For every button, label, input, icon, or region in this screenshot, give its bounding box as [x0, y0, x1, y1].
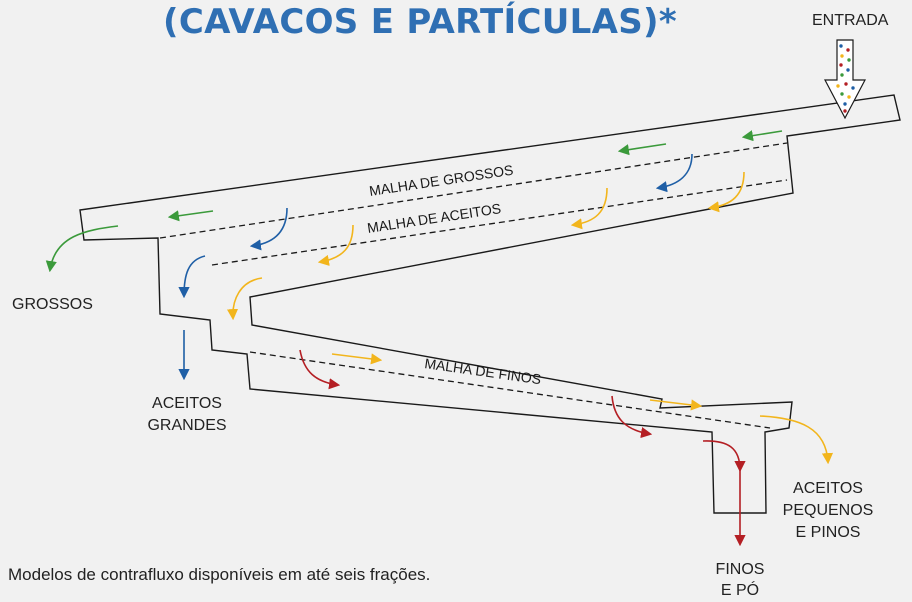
red-arrow: [702, 440, 746, 473]
aceitos-grandes-label-2: GRANDES: [147, 417, 227, 434]
footnote: Modelos de contrafluxo disponíveis em at…: [8, 565, 431, 584]
screen-lines: [159, 142, 788, 429]
entrada-label: ENTRADA: [812, 12, 889, 29]
upper-deck-top: [79, 94, 901, 514]
aceitos-pequenos-label-1: ACEITOS: [793, 480, 863, 497]
red-arrow: [611, 395, 653, 439]
aceitos-grandes-label-1: ACEITOS: [152, 395, 222, 412]
yellow-arrow: [649, 399, 703, 411]
green-arrow: [617, 143, 667, 156]
entrada-arrow-icon: [824, 39, 866, 120]
screen-grossos-line: [159, 142, 788, 239]
blue-arrow: [249, 207, 288, 251]
yellow-arrow: [570, 187, 608, 230]
aceitos-pequenos-label-2: PEQUENOS: [782, 502, 874, 519]
yellow-arrow: [317, 224, 354, 266]
screen-finos-line: [249, 351, 771, 429]
green-arrow: [741, 130, 783, 142]
green-flow-arrows: [45, 130, 783, 273]
screen-aceitos-line: [211, 179, 788, 266]
red-flow-arrows: [299, 349, 746, 547]
screen-finos-label: MALHA DE FINOS: [424, 355, 543, 387]
particles: [836, 44, 855, 113]
yellow-arrow: [226, 277, 263, 321]
green-arrow: [167, 210, 214, 222]
aceitos-pequenos-label-3: E PINOS: [795, 524, 861, 541]
red-arrow: [299, 349, 341, 390]
blue-flow-arrows: [178, 153, 693, 381]
finos-label-1: FINOS: [715, 561, 765, 578]
yellow-flow-arrows: [226, 171, 834, 465]
machine-outline: [79, 94, 901, 514]
screen-grossos-label: MALHA DE GROSSOS: [368, 162, 514, 199]
yellow-arrow: [707, 171, 745, 213]
grossos-label: GROSSOS: [12, 296, 93, 313]
green-arrow: [45, 225, 119, 273]
blue-arrow: [655, 153, 693, 193]
yellow-arrow: [759, 415, 834, 465]
diagram-title: (CAVACOS E PARTÍCULAS)*: [163, 2, 677, 42]
yellow-arrow: [331, 353, 383, 365]
finos-label-2: E PÓ: [720, 582, 760, 599]
blue-arrow: [178, 255, 206, 299]
screen-aceitos-label: MALHA DE ACEITOS: [366, 200, 502, 236]
